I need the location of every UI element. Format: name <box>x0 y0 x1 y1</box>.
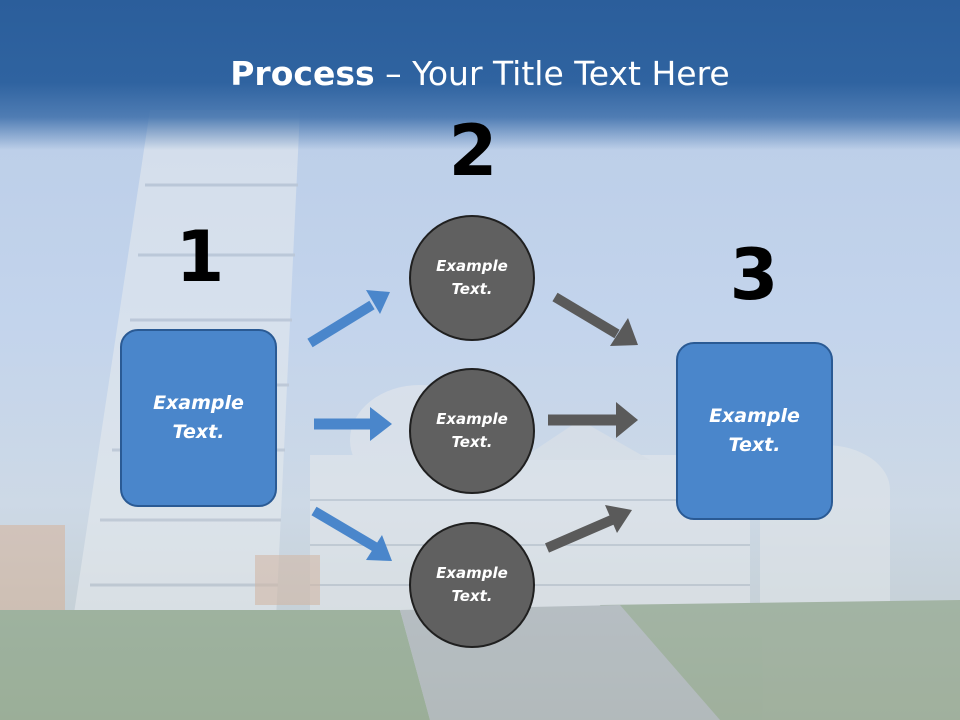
step-1-text-line2: Text. <box>172 421 225 443</box>
circle-top-text-line2: Text. <box>451 280 493 298</box>
circle-bottom-text-line2: Text. <box>451 587 493 605</box>
title-bold: Process <box>230 54 375 93</box>
step-number-3: 3 <box>729 234 779 316</box>
gray-arrow-right <box>548 402 638 438</box>
circle-middle-text-line1: Example <box>436 410 508 428</box>
step-number-1: 1 <box>175 216 225 298</box>
title-rest: – Your Title Text Here <box>374 54 730 93</box>
blue-arrow-down <box>311 506 392 561</box>
step-1-box: Example Text. <box>120 329 277 507</box>
slide-title: Process – Your Title Text Here <box>0 52 960 96</box>
gray-arrow-down <box>552 292 638 346</box>
blue-arrow-up <box>307 290 390 348</box>
header-band <box>0 0 960 150</box>
circle-top: Example Text. <box>409 215 535 341</box>
circle-top-text-line1: Example <box>436 257 508 275</box>
blue-arrow-right <box>314 407 392 441</box>
step-number-2: 2 <box>448 110 498 192</box>
step-3-text-line2: Text. <box>728 434 781 456</box>
circle-middle: Example Text. <box>409 368 535 494</box>
step-3-box: Example Text. <box>676 342 833 520</box>
circle-middle-text-line2: Text. <box>451 433 493 451</box>
step-1-text-line1: Example <box>153 392 244 414</box>
circle-bottom-text-line1: Example <box>436 564 508 582</box>
gray-arrow-up <box>545 505 632 553</box>
step-3-text-line1: Example <box>709 405 800 427</box>
circle-bottom: Example Text. <box>409 522 535 648</box>
